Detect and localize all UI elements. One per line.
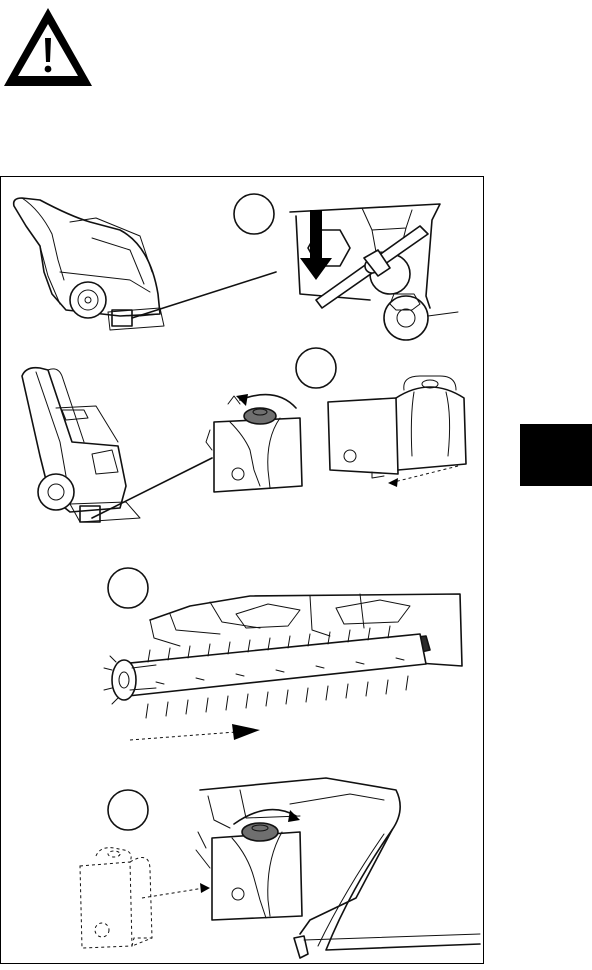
step-4-illustration [0, 770, 484, 970]
step-1-number-circle [234, 194, 274, 234]
callout-line-1 [132, 272, 276, 318]
arrow-right-dashed [130, 732, 236, 740]
warning-triangle-icon [0, 4, 96, 90]
callout-line-2 [92, 458, 212, 518]
arrow-right-icon [232, 724, 260, 740]
cover-removed [328, 376, 466, 478]
cover-dashed-outline [80, 848, 152, 948]
section-tab [520, 424, 592, 486]
step-3-illustration [0, 566, 484, 746]
cover-with-knob [206, 396, 302, 492]
step-3-number-circle [108, 568, 148, 608]
cover-installed [212, 823, 302, 920]
machine-side-view-2 [22, 368, 140, 522]
machine-side-view-1 [14, 198, 164, 330]
step-1-illustration [0, 176, 484, 346]
step-2-illustration [0, 346, 484, 536]
arrow-left-dashed [394, 466, 458, 482]
brush-roller [104, 626, 426, 718]
step-4-number-circle [108, 790, 148, 830]
arrow-rotate-icon [240, 395, 296, 408]
arrow-down-icon [300, 210, 332, 280]
arrow-right-dashed-2 [142, 888, 204, 898]
step-2-number-circle [296, 348, 336, 388]
